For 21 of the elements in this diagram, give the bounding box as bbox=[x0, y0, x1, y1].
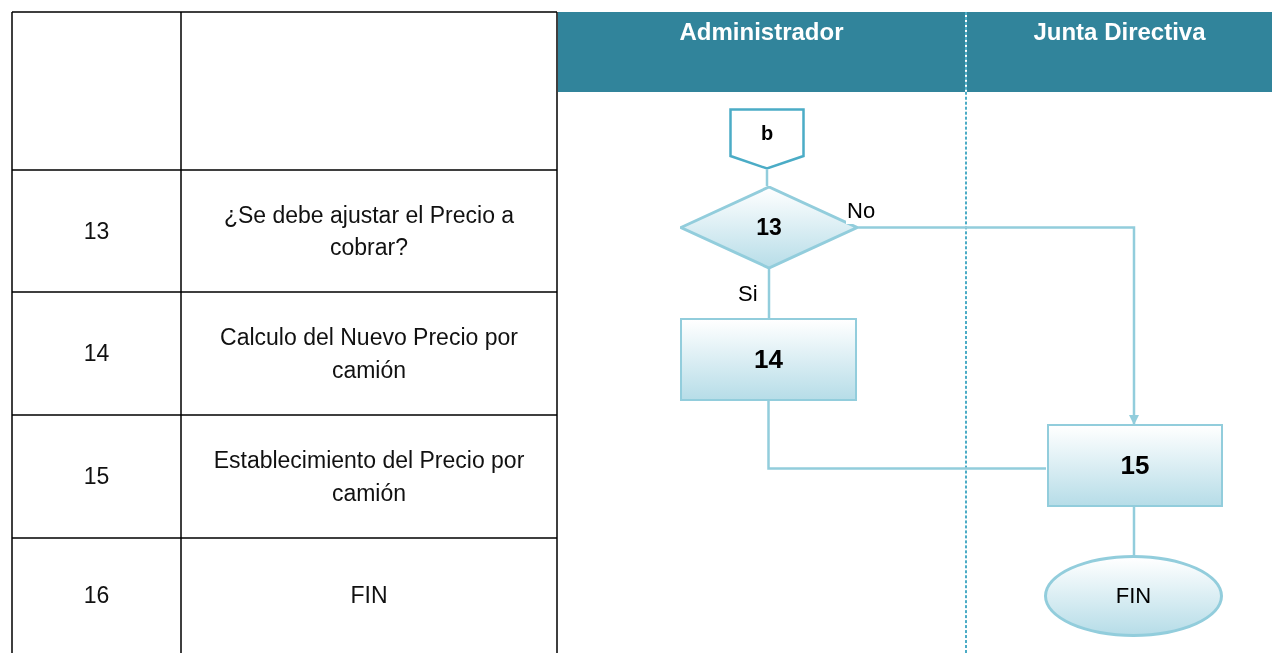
connector-line bbox=[765, 170, 769, 186]
step-number: 16 bbox=[83, 581, 110, 611]
swimlane bbox=[558, 12, 966, 653]
process-box: 15 bbox=[1047, 424, 1223, 507]
step-description: FIN bbox=[349, 581, 389, 611]
swimlane bbox=[966, 12, 1272, 653]
off-page-connector: b bbox=[729, 108, 805, 170]
connector-line bbox=[1132, 507, 1136, 555]
step-description: Calculo del Nuevo Precio por camión bbox=[219, 323, 519, 385]
arrow bbox=[858, 226, 1139, 425]
connector-line bbox=[767, 401, 1046, 470]
step-number: 15 bbox=[83, 462, 110, 492]
step-number: 13 bbox=[83, 216, 110, 246]
lane-header: Administrador bbox=[558, 12, 965, 92]
step-description: Establecimiento del Precio por camión bbox=[212, 446, 526, 508]
terminator-ellipse: FIN bbox=[1044, 555, 1223, 637]
connector-line bbox=[767, 269, 771, 318]
step-description: ¿Se debe ajustar el Precio a cobrar? bbox=[222, 200, 516, 262]
process-box: 14 bbox=[680, 318, 857, 401]
lane-header: Junta Directiva bbox=[967, 12, 1272, 92]
step-number: 14 bbox=[83, 339, 110, 369]
